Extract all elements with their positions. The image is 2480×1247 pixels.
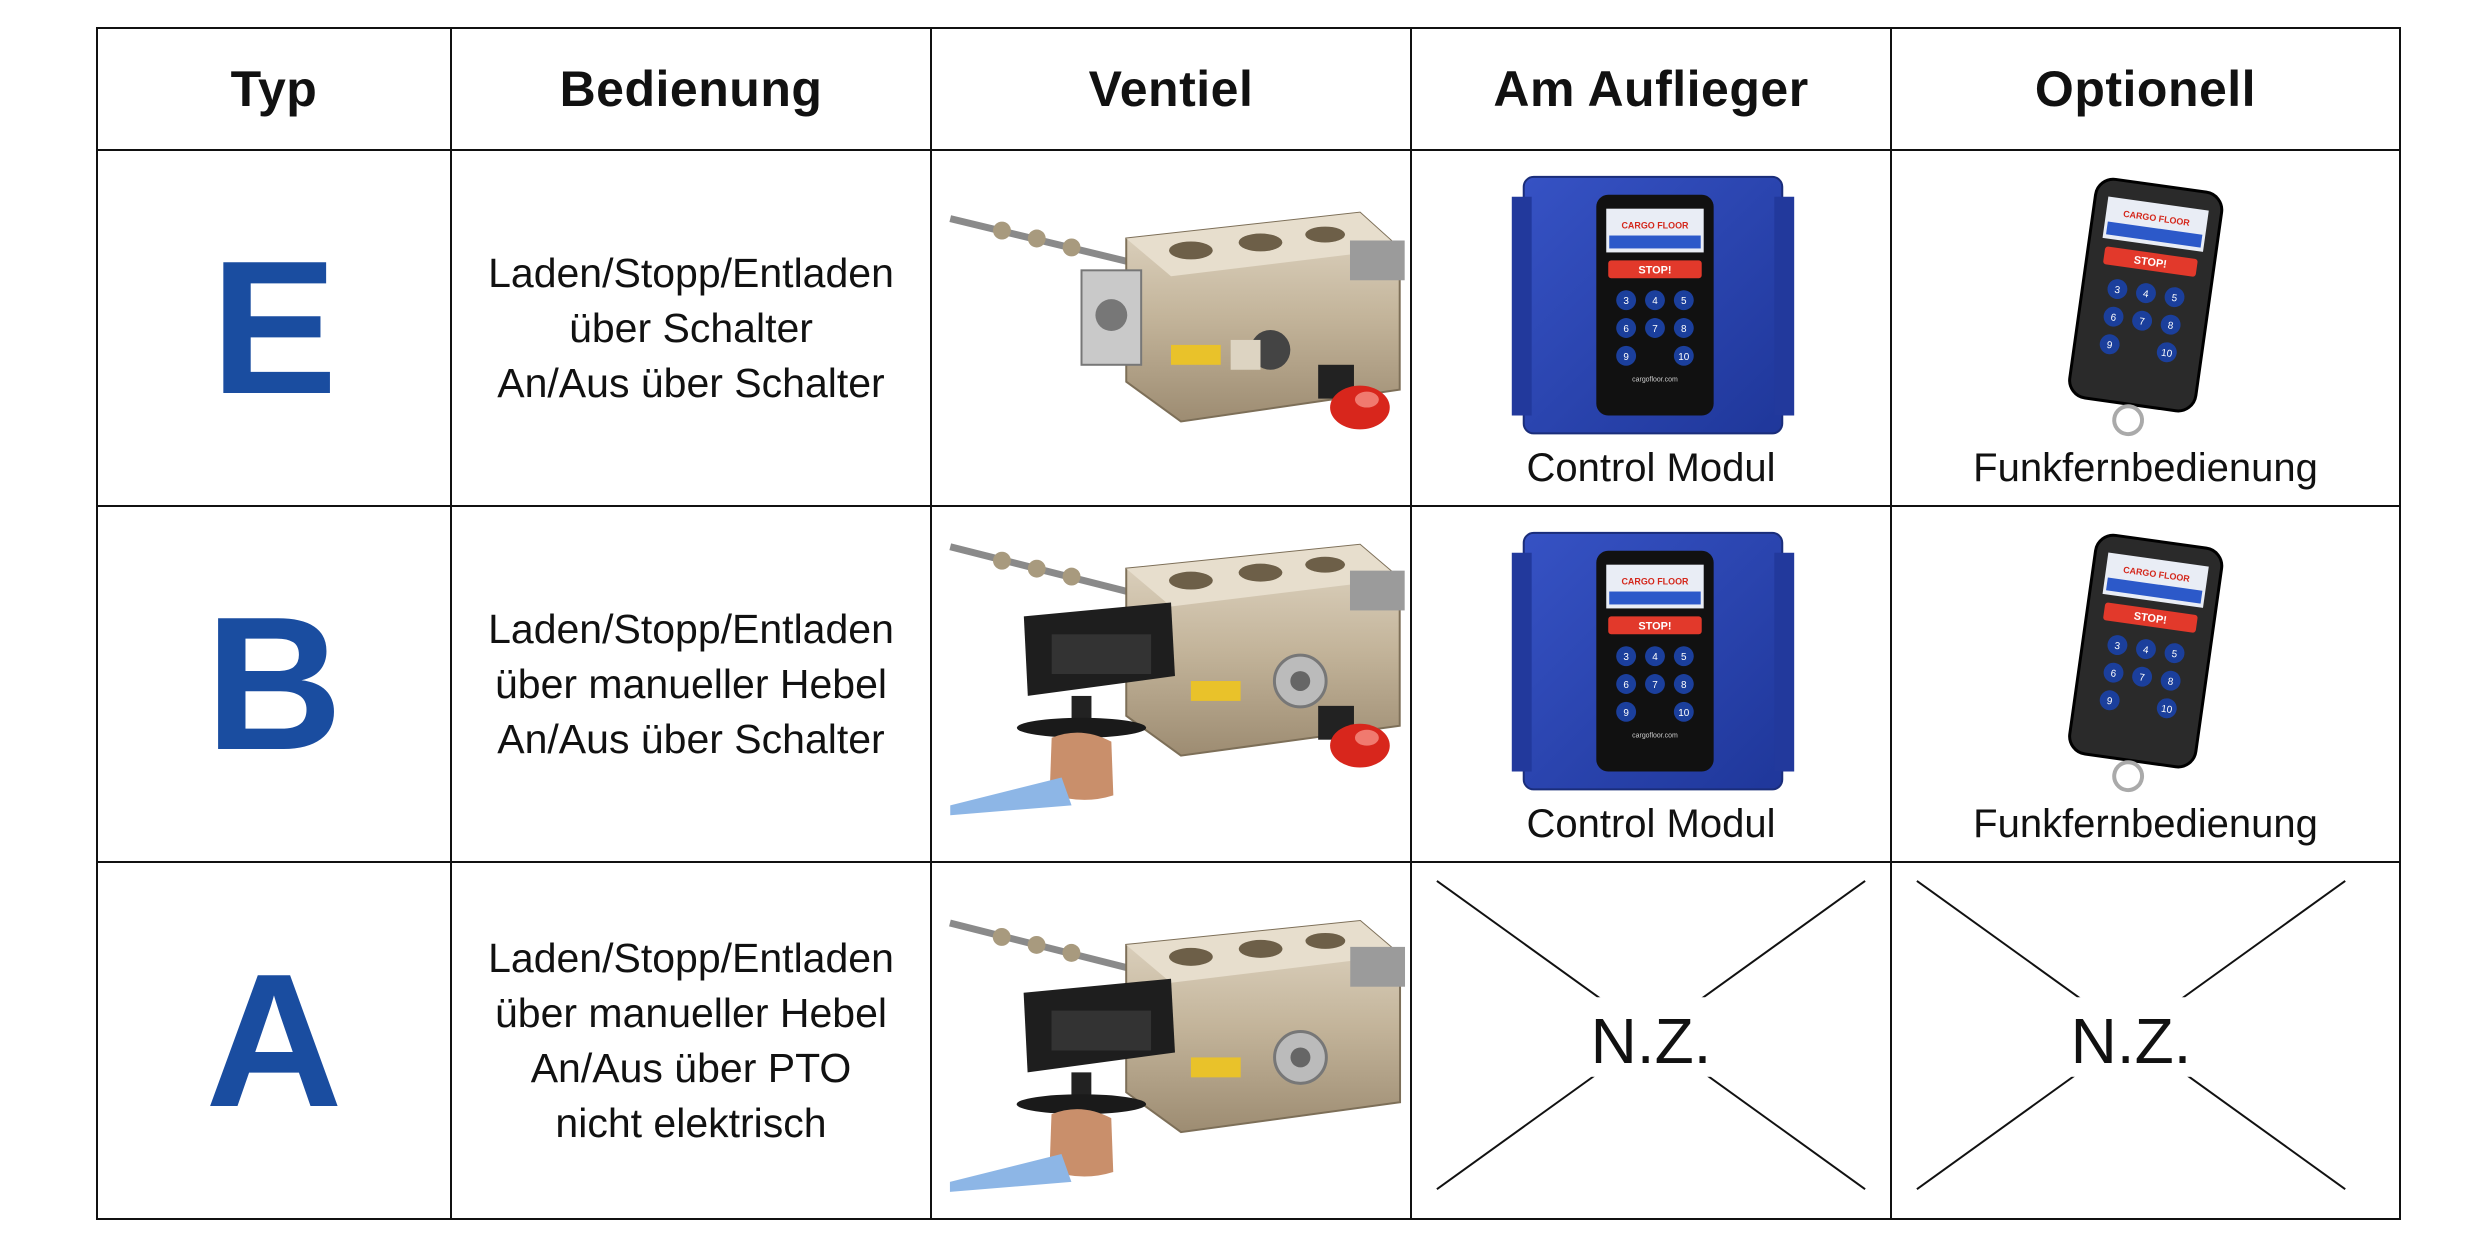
bedienung-line: An/Aus über Schalter [497, 359, 885, 406]
header-optionell: Optionell [1890, 27, 2401, 151]
header-am-auflieger: Am Auflieger [1410, 27, 1892, 151]
stop-label: STOP! [1638, 264, 1671, 276]
ventiel-cell [930, 861, 1412, 1220]
key-label: 8 [2167, 676, 2174, 688]
key-label: 7 [2138, 672, 2145, 684]
key-label: 8 [1681, 324, 1687, 335]
auflieger-caption: Control Modul [1526, 802, 1776, 846]
bedienung-line: Laden/Stopp/Entladen [488, 605, 894, 652]
key-label: 7 [1652, 324, 1658, 335]
auflieger-cell: CARGO FLOOR STOP! 3 4 5 6 7 8 9 10 cargo [1410, 505, 1892, 863]
not-applicable-label: N.Z. [2070, 1004, 2192, 1077]
bedienung-cell: Laden/Stopp/Entladen über Schalter An/Au… [450, 149, 932, 507]
key-label: 10 [2160, 704, 2173, 716]
key-label: 4 [1652, 652, 1658, 663]
key-label: 6 [1623, 324, 1629, 335]
header-bedienung: Bedienung [450, 27, 932, 151]
key-label: 4 [2142, 289, 2149, 301]
key-label: 4 [1652, 296, 1658, 307]
header-row: Typ Bedienung Ventiel Am Auflieger Optio… [96, 27, 2401, 151]
key-label: 9 [1623, 708, 1629, 719]
key-label: 6 [1623, 680, 1629, 691]
remote-control-image: CARGO FLOOR STOP! 3 4 5 6 7 8 9 10 [2068, 177, 2224, 437]
key-label: 6 [2110, 312, 2117, 324]
website-label: cargofloor.com [1632, 733, 1678, 740]
cross-lines-icon [1916, 880, 2346, 1190]
website-label: cargofloor.com [1632, 377, 1678, 384]
key-label: 5 [2171, 649, 2178, 661]
header-typ: Typ [96, 27, 452, 151]
valve-lever-image [949, 543, 1405, 816]
bedienung-line: Laden/Stopp/Entladen [488, 249, 894, 296]
optionell-cell: CARGO FLOOR STOP! 3 4 5 6 7 8 9 10 [1890, 505, 2401, 863]
key-label: 8 [1681, 680, 1687, 691]
optionell-caption: Funkfernbedienung [1973, 446, 2318, 490]
bedienung-line: nicht elektrisch [555, 1099, 827, 1146]
bedienung-line: über manueller Hebel [494, 989, 887, 1036]
bedienung-line: über manueller Hebel [494, 660, 887, 707]
valve-switch-image [949, 211, 1405, 430]
brand-label: CARGO FLOOR [1621, 221, 1689, 231]
optionell-cell: N.Z. [1890, 861, 2401, 1220]
cross-lines-icon [1436, 880, 1866, 1190]
stop-label: STOP! [1638, 620, 1671, 632]
bedienung-line: über Schalter [569, 304, 813, 351]
key-label: 3 [2114, 285, 2121, 297]
key-label: 10 [2160, 348, 2173, 360]
key-label: 9 [2106, 340, 2113, 352]
auflieger-cell: CARGO FLOOR STOP! 3 4 5 6 7 8 9 10 cargo [1410, 149, 1892, 507]
key-label: 5 [1681, 296, 1687, 307]
not-applicable-cross: N.Z. [1892, 863, 2399, 1218]
key-label: 7 [1652, 680, 1658, 691]
key-label: 10 [1678, 708, 1690, 719]
ventiel-cell [930, 505, 1412, 863]
bedienung-line: An/Aus über PTO [530, 1044, 852, 1091]
header-ventiel: Ventiel [930, 27, 1412, 151]
key-label: 9 [1623, 352, 1629, 363]
typ-cell: A [96, 861, 452, 1220]
bedienung-line: An/Aus über Schalter [497, 715, 885, 762]
auflieger-cell: N.Z. [1410, 861, 1892, 1220]
key-label: 3 [1623, 652, 1629, 663]
control-module-image: CARGO FLOOR STOP! 3 4 5 6 7 8 9 10 cargo [1511, 175, 1795, 435]
typ-cell: E [96, 149, 452, 507]
config-table: Typ Bedienung Ventiel Am Auflieger Optio… [96, 27, 2401, 1220]
control-module-image: CARGO FLOOR STOP! 3 4 5 6 7 8 9 10 cargo [1511, 531, 1795, 791]
table-row-e: E Laden/Stopp/Entladen über Schalter An/… [96, 149, 2401, 507]
table-row-b: B Laden/Stopp/Entladen über manueller He… [96, 505, 2401, 863]
stop-label: STOP! [2133, 610, 2168, 627]
typ-cell: B [96, 505, 452, 863]
bedienung-cell: Laden/Stopp/Entladen über manueller Hebe… [450, 861, 932, 1220]
key-label: 7 [2138, 316, 2145, 328]
not-applicable-label: N.Z. [1590, 1004, 1712, 1077]
key-label: 3 [2114, 641, 2121, 653]
not-applicable-cross: N.Z. [1412, 863, 1890, 1218]
key-label: 10 [1678, 352, 1690, 363]
optionell-caption: Funkfernbedienung [1973, 802, 2318, 846]
optionell-cell: CARGO FLOOR STOP! 3 4 5 6 7 8 9 10 [1890, 149, 2401, 507]
bedienung-line: Laden/Stopp/Entladen [488, 934, 894, 981]
stop-label: STOP! [2133, 254, 2168, 271]
brand-label: CARGO FLOOR [1621, 577, 1689, 587]
key-label: 4 [2142, 645, 2149, 657]
key-label: 5 [2171, 293, 2178, 305]
key-label: 5 [1681, 652, 1687, 663]
auflieger-caption: Control Modul [1526, 446, 1776, 490]
key-label: 3 [1623, 296, 1629, 307]
bedienung-cell: Laden/Stopp/Entladen über manueller Hebe… [450, 505, 932, 863]
valve-lever-image [949, 919, 1406, 1192]
key-label: 8 [2167, 320, 2174, 332]
ventiel-cell [930, 149, 1412, 507]
remote-control-image: CARGO FLOOR STOP! 3 4 5 6 7 8 9 10 [2068, 533, 2224, 793]
table-row-a: A Laden/Stopp/Entladen über manueller He… [96, 861, 2401, 1220]
key-label: 6 [2110, 668, 2117, 680]
key-label: 9 [2106, 696, 2113, 708]
